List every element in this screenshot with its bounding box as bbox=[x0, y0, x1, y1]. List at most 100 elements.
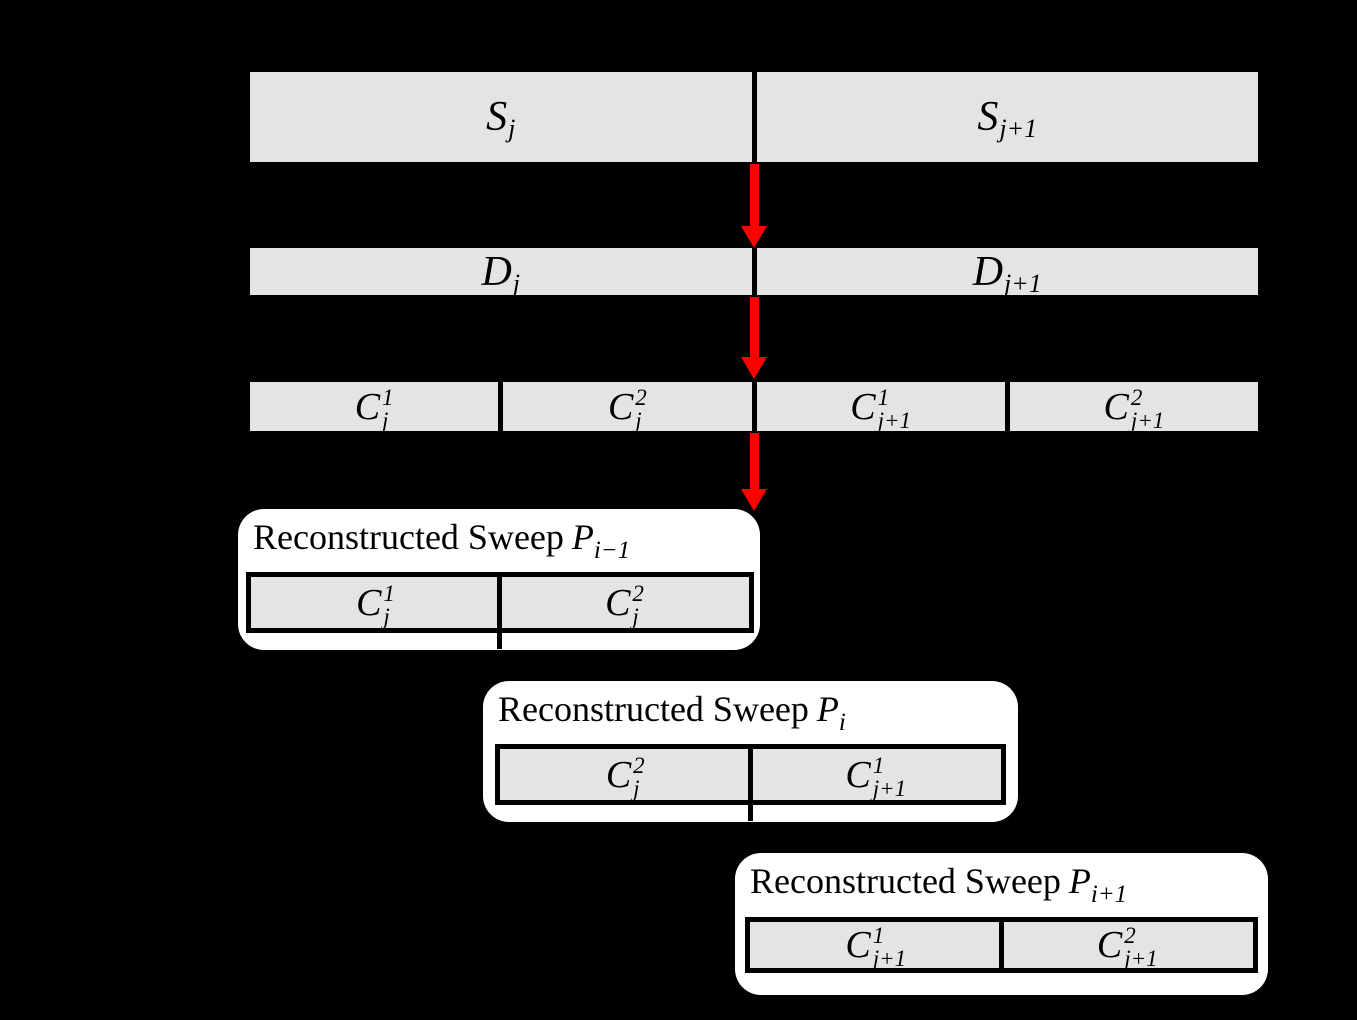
arrow-shaft bbox=[749, 433, 759, 489]
label-base: C bbox=[1103, 385, 1129, 428]
label-sj-sub: j bbox=[508, 114, 516, 143]
label-base: C bbox=[607, 385, 634, 428]
title-text: Reconstructed Sweep bbox=[498, 689, 809, 729]
label-dj1-base: D bbox=[972, 248, 1004, 295]
label-sup: 1 bbox=[872, 752, 885, 778]
down-arrow-3 bbox=[741, 433, 767, 511]
label-sup: 1 bbox=[383, 580, 395, 606]
label-sub: j bbox=[633, 775, 640, 801]
label-sup: 2 bbox=[635, 384, 647, 410]
label-base: C bbox=[356, 581, 382, 624]
bar-divider bbox=[748, 744, 753, 821]
arrow-head-icon bbox=[741, 357, 767, 379]
label-sub: j+1 bbox=[872, 775, 907, 801]
label-sub: j+1 bbox=[877, 407, 912, 433]
title-var: P bbox=[816, 689, 839, 729]
label-base: C bbox=[354, 385, 381, 428]
label-sub: j bbox=[383, 603, 390, 629]
label-sup: 2 bbox=[1124, 923, 1136, 948]
label-dj-base: D bbox=[481, 248, 512, 295]
label-dj1-sub: j+1 bbox=[1004, 268, 1042, 298]
title-sub: i bbox=[838, 709, 846, 736]
down-arrow-1 bbox=[741, 164, 767, 248]
label-base: C bbox=[605, 581, 631, 624]
label-sj1-sub: j+1 bbox=[999, 114, 1038, 143]
label-dj-sub: j bbox=[512, 268, 521, 298]
label-sub: j+1 bbox=[872, 946, 907, 971]
title-var: P bbox=[1068, 861, 1091, 901]
label-sub: j bbox=[382, 407, 389, 433]
bar-divider bbox=[497, 572, 502, 649]
arrow-shaft bbox=[749, 297, 759, 357]
label-sup: 1 bbox=[872, 923, 885, 948]
title-sub: i−1 bbox=[593, 537, 631, 564]
label-sup: 2 bbox=[633, 752, 645, 778]
label-base: C bbox=[845, 924, 871, 966]
label-sub: j bbox=[632, 603, 639, 629]
arrow-shaft bbox=[749, 164, 759, 226]
title-var: P bbox=[571, 517, 594, 557]
label-sub: j+1 bbox=[1124, 946, 1158, 971]
label-base: C bbox=[605, 753, 632, 796]
label-sup: 2 bbox=[632, 580, 644, 606]
label-sub: j bbox=[635, 407, 642, 433]
label-sj1-base: S bbox=[977, 94, 999, 140]
label-sj-base: S bbox=[486, 94, 508, 140]
arrow-head-icon bbox=[741, 226, 767, 248]
label-base: C bbox=[845, 753, 871, 796]
title-sub: i+1 bbox=[1090, 881, 1128, 908]
bar-divider bbox=[999, 917, 1004, 973]
down-arrow-2 bbox=[741, 297, 767, 379]
label-base: C bbox=[1096, 924, 1123, 966]
label-base: C bbox=[850, 385, 876, 428]
